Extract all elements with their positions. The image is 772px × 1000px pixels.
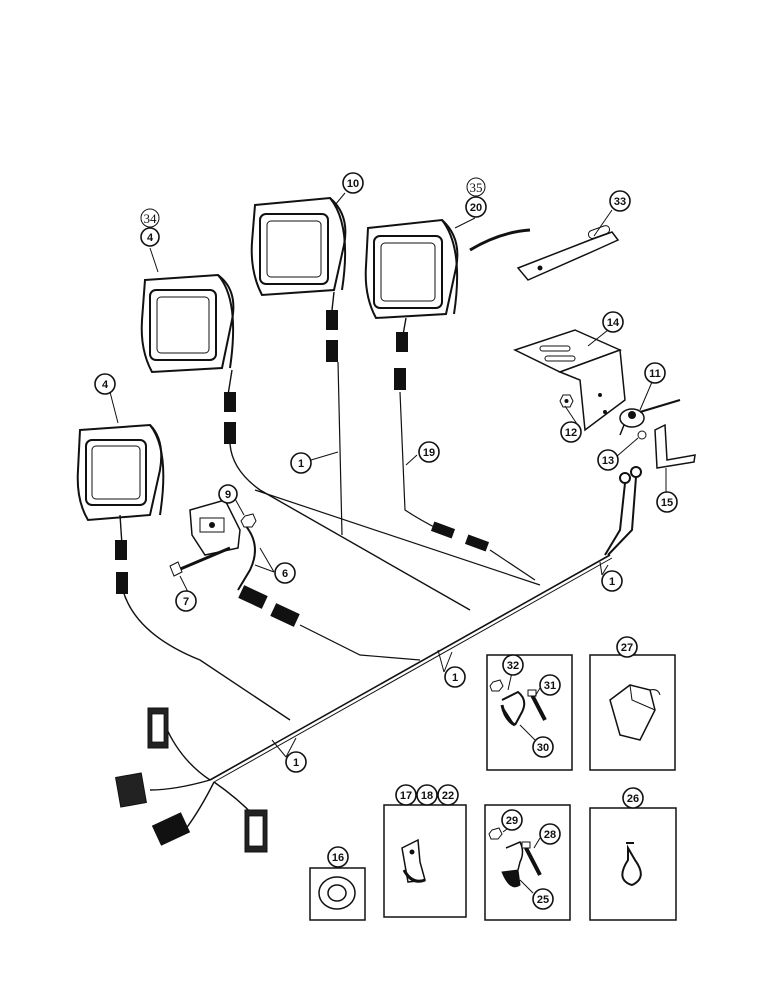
callout-26: 26	[622, 787, 644, 809]
callout-7: 7	[175, 590, 197, 612]
callout-29: 29	[501, 809, 523, 831]
svg-text:35: 35	[470, 180, 483, 195]
nut-13	[637, 430, 647, 440]
detail-box-clip	[589, 654, 676, 771]
detail-box-tie	[589, 807, 677, 921]
svg-text:25: 25	[537, 894, 549, 906]
detail-box-strap	[383, 804, 467, 918]
callout-16: 16	[327, 846, 349, 868]
detail-box-clamp-2	[484, 804, 571, 921]
callout-30: 30	[532, 736, 554, 758]
svg-text:29: 29	[506, 815, 518, 827]
callout-10: 10	[342, 172, 364, 194]
callout-19: 19	[418, 441, 440, 463]
callout-4-top: 4	[140, 227, 160, 247]
callout-15: 15	[656, 491, 678, 513]
svg-text:1: 1	[293, 757, 299, 769]
svg-text:11: 11	[649, 368, 661, 380]
callout-1-mid: 1	[444, 666, 466, 688]
wire-strap	[469, 228, 531, 252]
svg-text:33: 33	[614, 196, 626, 208]
callout-9: 9	[218, 484, 238, 504]
callouts: 34 4 10 35 20 33 14 11	[94, 172, 678, 910]
lamp-mount-bracket	[189, 499, 241, 556]
mounting-bracket-14	[513, 329, 626, 432]
bolt-7	[169, 546, 231, 577]
harness-connectors	[115, 707, 268, 853]
callout-25: 25	[532, 888, 554, 910]
work-lamp-left-lower	[76, 423, 165, 522]
svg-text:19: 19	[423, 447, 435, 459]
svg-text:15: 15	[661, 497, 673, 509]
callout-34: 34	[140, 208, 160, 228]
svg-text:34: 34	[144, 211, 158, 226]
callout-32: 32	[502, 654, 524, 676]
callout-27: 27	[616, 636, 638, 658]
svg-text:10: 10	[347, 178, 359, 190]
callout-14: 14	[602, 311, 624, 333]
nut-9	[240, 513, 257, 528]
svg-text:13: 13	[602, 455, 614, 467]
mounting-bracket-33	[516, 225, 620, 281]
callout-6: 6	[274, 562, 296, 584]
callout-33: 33	[609, 190, 631, 212]
nut-12	[559, 394, 574, 408]
svg-text:30: 30	[537, 742, 549, 754]
callout-18: 18	[416, 784, 438, 806]
svg-text:27: 27	[621, 642, 633, 654]
callout-17: 17	[395, 784, 417, 806]
svg-text:22: 22	[442, 790, 454, 802]
ground-leads	[604, 466, 642, 556]
callout-31: 31	[539, 674, 561, 696]
work-lamp-right	[364, 218, 459, 320]
bracket-15	[654, 423, 696, 469]
svg-text:28: 28	[544, 829, 556, 841]
callout-1-lower: 1	[285, 751, 307, 773]
svg-text:18: 18	[421, 790, 433, 802]
svg-text:7: 7	[183, 596, 189, 608]
svg-text:1: 1	[298, 458, 304, 470]
detail-box-clamp	[486, 654, 573, 771]
svg-text:1: 1	[452, 672, 458, 684]
svg-text:32: 32	[507, 660, 519, 672]
detail-box-grommet	[309, 867, 366, 921]
work-lamp-center	[250, 196, 347, 297]
work-lamp-left-upper	[140, 273, 235, 374]
svg-text:4: 4	[102, 379, 109, 391]
svg-text:26: 26	[627, 793, 639, 805]
callout-1-right: 1	[601, 570, 623, 592]
svg-text:14: 14	[607, 317, 620, 329]
switch-11	[619, 399, 681, 436]
svg-text:20: 20	[470, 202, 482, 214]
callout-35: 35	[466, 177, 486, 197]
callout-13: 13	[597, 449, 619, 471]
svg-text:6: 6	[282, 568, 288, 580]
callout-22: 22	[437, 784, 459, 806]
callout-12: 12	[560, 421, 582, 443]
callout-11: 11	[644, 362, 666, 384]
svg-text:12: 12	[565, 427, 577, 439]
svg-text:31: 31	[544, 680, 556, 692]
callout-1-center: 1	[290, 452, 312, 474]
callout-20: 20	[465, 196, 487, 218]
svg-text:9: 9	[225, 489, 231, 501]
svg-text:4: 4	[147, 232, 154, 244]
callout-4-lower: 4	[94, 373, 116, 395]
svg-text:17: 17	[400, 790, 412, 802]
svg-text:16: 16	[332, 852, 344, 864]
callout-28: 28	[539, 823, 561, 845]
main-harness	[115, 291, 613, 831]
svg-text:1: 1	[609, 576, 615, 588]
